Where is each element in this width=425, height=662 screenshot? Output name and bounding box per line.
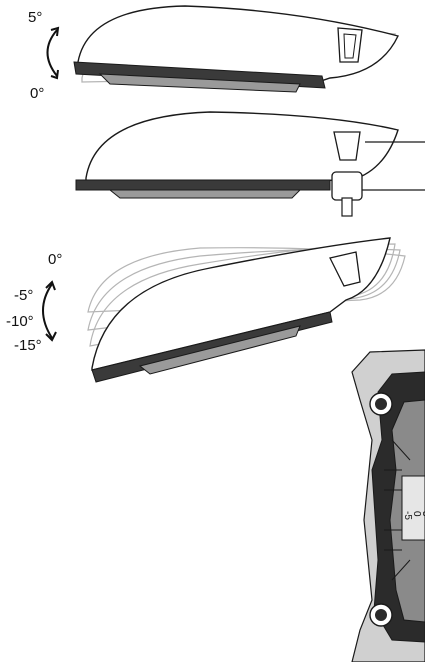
luminaire-housing [85, 111, 399, 185]
tilt-marking-minus-5: -5 [402, 511, 413, 520]
mount-bolt [341, 197, 353, 217]
angle-label-minus-15: -15° [14, 337, 42, 354]
luminaire-housing [77, 5, 399, 83]
handle-recess [329, 251, 361, 287]
side-entry-view [75, 111, 425, 217]
luminaire-optic [138, 325, 301, 375]
tilt-marking-panel [401, 475, 425, 541]
tilt-arrow [46, 26, 60, 80]
angle-label-0: 0° [30, 85, 44, 102]
luminaire-base-plate [75, 179, 331, 191]
angle-label-minus-10: -10° [6, 313, 34, 330]
luminaire-optic [108, 189, 302, 199]
tilt-marking-5: 5 [420, 511, 425, 517]
tilt-0-to-minus-15-view: 0° -5° -10° -15° [6, 237, 406, 383]
tilt-markings: -5 0 5 [402, 511, 425, 520]
angle-label-0: 0° [48, 251, 62, 268]
mount-bracket [331, 171, 363, 201]
tilt-marking-0: 0 [411, 511, 422, 517]
ghost-outlines [87, 243, 406, 347]
screw-bottom [369, 603, 393, 627]
handle-recess [337, 27, 363, 63]
luminaire-housing [91, 237, 391, 371]
handle-inner [343, 33, 357, 59]
angle-label-5: 5° [28, 9, 42, 26]
screw-top [369, 392, 393, 416]
luminaire-base-plate [73, 61, 326, 89]
handle-recess [333, 131, 361, 161]
angle-label-minus-5: -5° [14, 287, 33, 304]
luminaire-optic [98, 73, 301, 93]
tilt-0-to-5-view: 5° 0° [28, 5, 399, 102]
underside-ribs [384, 439, 411, 581]
tilt-arrow [42, 280, 57, 342]
underside-detail-view: -5 0 5 [351, 349, 425, 662]
